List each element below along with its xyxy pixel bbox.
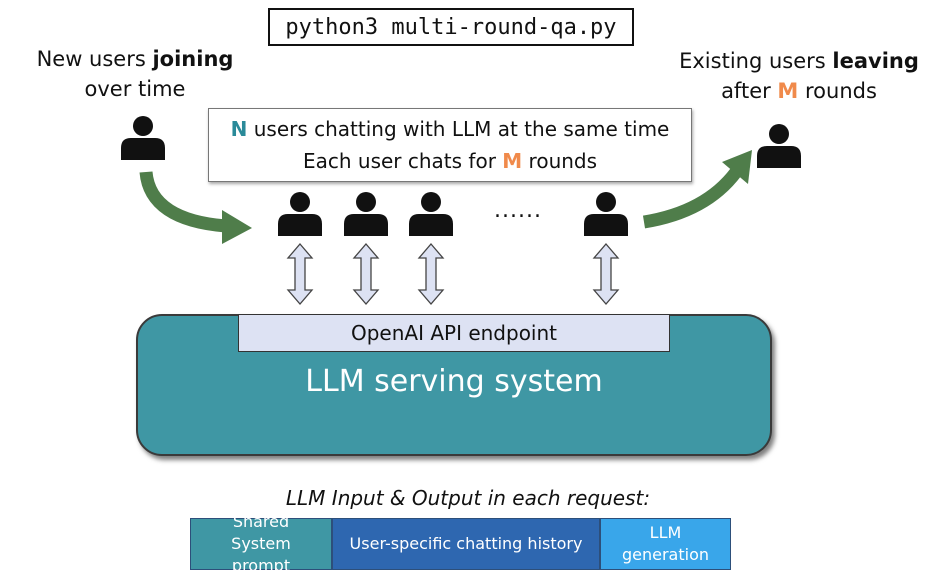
double-arrow-icon bbox=[592, 243, 620, 305]
leaving-label: Existing users leaving after M rounds bbox=[668, 46, 930, 106]
shared-prompt-segment: Shared System prompt bbox=[190, 512, 332, 575]
joining-prefix: New users bbox=[36, 47, 153, 71]
concurrency-box: N users chatting with LLM at the same ti… bbox=[208, 108, 692, 182]
chat-history-label: User-specific chatting history bbox=[349, 534, 583, 553]
user-icon bbox=[409, 192, 453, 236]
user-icon bbox=[344, 192, 388, 236]
llm-generation-segment: LLM generation bbox=[600, 518, 731, 570]
concurrency-line1: users chatting with LLM at the same time bbox=[247, 117, 670, 141]
leaving-bold: leaving bbox=[832, 49, 919, 73]
leaving-m: M bbox=[777, 79, 799, 103]
curved-arrow-icon bbox=[642, 150, 752, 229]
request-caption: LLM Input & Output in each request: bbox=[285, 486, 651, 510]
double-arrow-icon bbox=[286, 243, 314, 305]
joining-line2: over time bbox=[84, 77, 186, 101]
leaving-prefix: Existing users bbox=[679, 49, 833, 73]
concurrency-n: N bbox=[230, 117, 248, 141]
user-icon bbox=[757, 124, 801, 168]
joining-bold: joining bbox=[152, 47, 234, 71]
api-endpoint-label: OpenAI API endpoint bbox=[350, 321, 558, 345]
user-icon bbox=[278, 192, 322, 236]
concurrency-m: M bbox=[502, 149, 523, 173]
serving-system-label: LLM serving system bbox=[305, 364, 603, 399]
command-box: python3 multi-round-qa.py bbox=[268, 8, 634, 46]
leaving-line2-suffix: rounds bbox=[798, 79, 877, 103]
user-icon bbox=[584, 192, 628, 236]
llm-generation-label: LLM generation bbox=[621, 523, 709, 564]
joining-label: New users joining over time bbox=[22, 44, 248, 104]
api-endpoint-box: OpenAI API endpoint bbox=[238, 314, 670, 352]
chat-history-segment: User-specific chatting history bbox=[332, 518, 600, 570]
shared-prompt-label: Shared System prompt bbox=[231, 512, 291, 575]
concurrency-line2-prefix: Each user chats for bbox=[302, 149, 503, 173]
curved-arrow-icon bbox=[139, 171, 252, 244]
double-arrow-icon bbox=[352, 243, 380, 305]
concurrency-line2-suffix: rounds bbox=[522, 149, 598, 173]
command-text: python3 multi-round-qa.py bbox=[285, 14, 617, 40]
double-arrow-icon bbox=[417, 243, 445, 305]
leaving-line2-prefix: after bbox=[721, 79, 778, 103]
user-icon bbox=[121, 116, 165, 160]
more-users-ellipsis: ...... bbox=[494, 198, 542, 223]
